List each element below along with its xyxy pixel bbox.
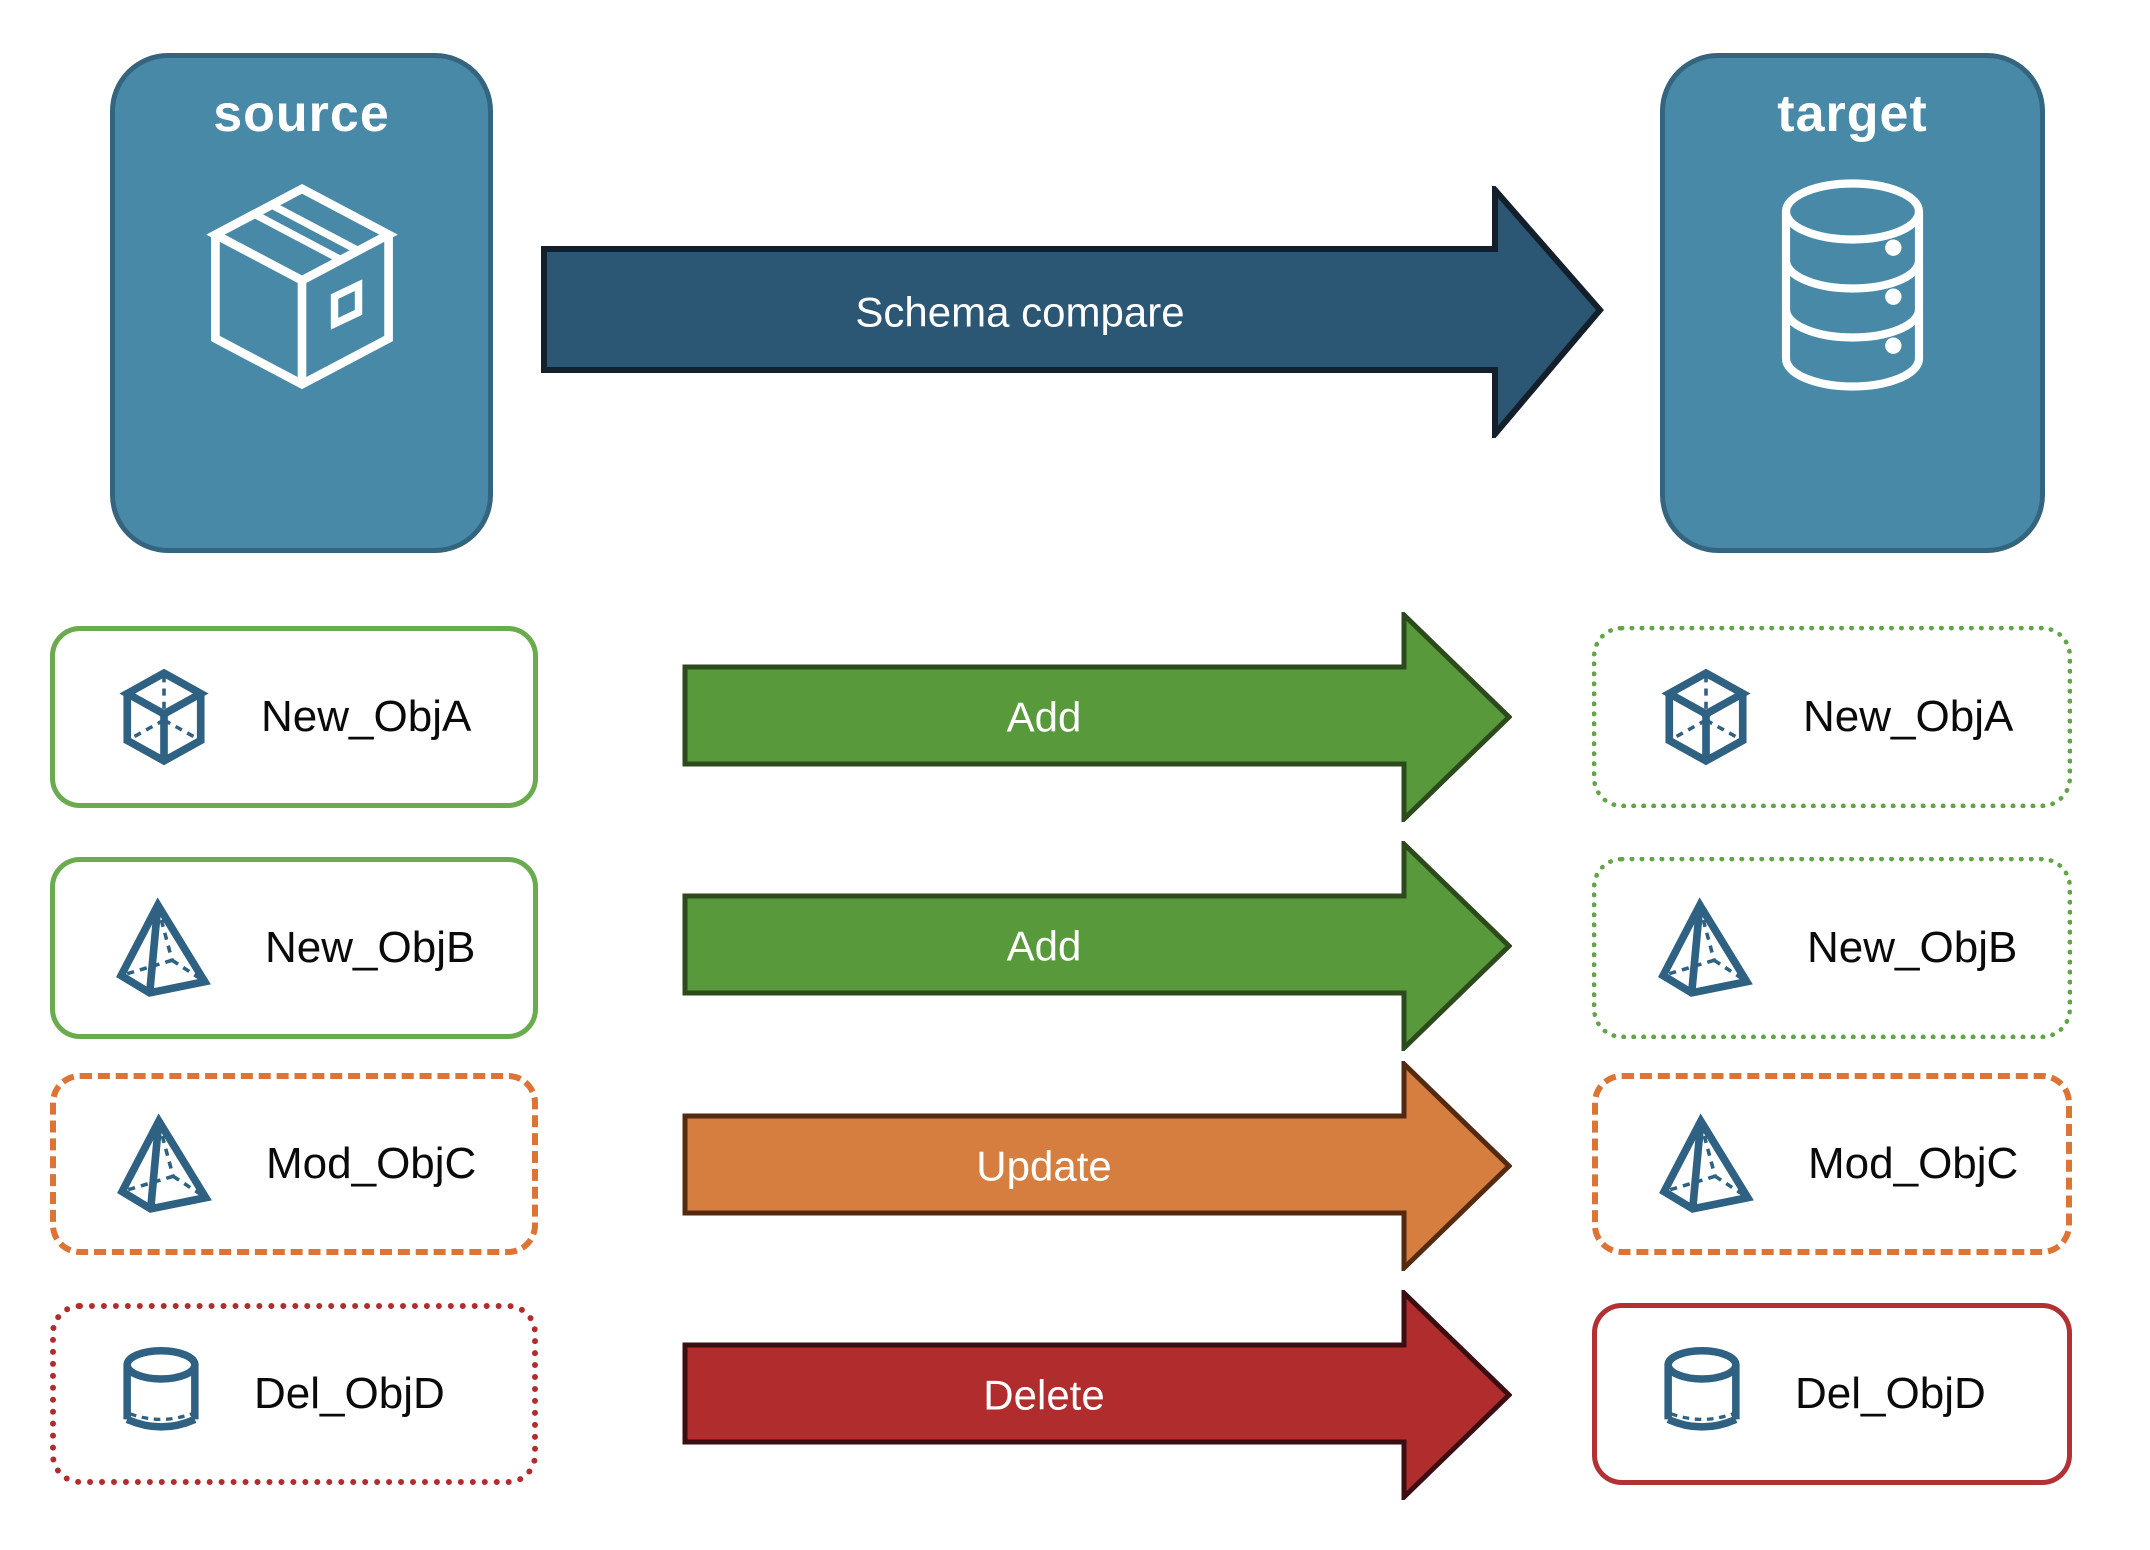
add-arrow-label: Add bbox=[1007, 694, 1082, 741]
source-object-box-mod-objc: Mod_ObjC bbox=[50, 1073, 538, 1255]
database-icon bbox=[1781, 179, 1924, 391]
source-node: source bbox=[110, 53, 493, 553]
add-arrow-row2: Add bbox=[682, 841, 1512, 1051]
pyramid-icon bbox=[1658, 897, 1753, 997]
pyramid-icon bbox=[117, 1113, 212, 1213]
cube-icon bbox=[1661, 668, 1751, 766]
source-object-box-new-obja: New_ObjA bbox=[50, 626, 538, 808]
delete-arrow-label: Delete bbox=[983, 1372, 1104, 1419]
update-arrow-row3: Update bbox=[682, 1061, 1512, 1271]
cylinder-icon bbox=[1664, 1347, 1740, 1431]
object-label: New_ObjA bbox=[261, 692, 472, 741]
target-object-box-new-obja: New_ObjA bbox=[1592, 626, 2072, 808]
object-label: Del_ObjD bbox=[254, 1369, 445, 1418]
add-arrow-row1: Add bbox=[682, 612, 1512, 822]
object-label: New_ObjA bbox=[1803, 692, 2014, 741]
cube-icon bbox=[119, 668, 209, 766]
delete-arrow-row4: Delete bbox=[682, 1290, 1512, 1500]
schema-compare-arrow: Schema compare bbox=[541, 186, 1604, 438]
update-arrow-label: Update bbox=[976, 1143, 1111, 1190]
package-icon bbox=[205, 183, 398, 390]
object-label: New_ObjB bbox=[265, 923, 476, 972]
target-object-box-new-objb: New_ObjB bbox=[1592, 857, 2072, 1039]
target-title: target bbox=[1777, 85, 1928, 143]
object-label: Mod_ObjC bbox=[266, 1139, 477, 1188]
pyramid-icon bbox=[116, 897, 211, 997]
source-object-box-del-objd: Del_ObjD bbox=[50, 1303, 538, 1485]
object-label: Del_ObjD bbox=[1795, 1369, 1986, 1418]
target-object-box-del-objd: Del_ObjD bbox=[1592, 1303, 2072, 1485]
add-arrow-label: Add bbox=[1007, 923, 1082, 970]
schema-compare-label: Schema compare bbox=[855, 289, 1184, 336]
pyramid-icon bbox=[1659, 1113, 1754, 1213]
source-title: source bbox=[213, 85, 390, 143]
object-label: New_ObjB bbox=[1807, 923, 2018, 972]
source-object-box-new-objb: New_ObjB bbox=[50, 857, 538, 1039]
target-node: target bbox=[1660, 53, 2045, 553]
cylinder-icon bbox=[123, 1347, 199, 1431]
object-label: Mod_ObjC bbox=[1808, 1139, 2019, 1188]
target-object-box-mod-objc: Mod_ObjC bbox=[1592, 1073, 2072, 1255]
